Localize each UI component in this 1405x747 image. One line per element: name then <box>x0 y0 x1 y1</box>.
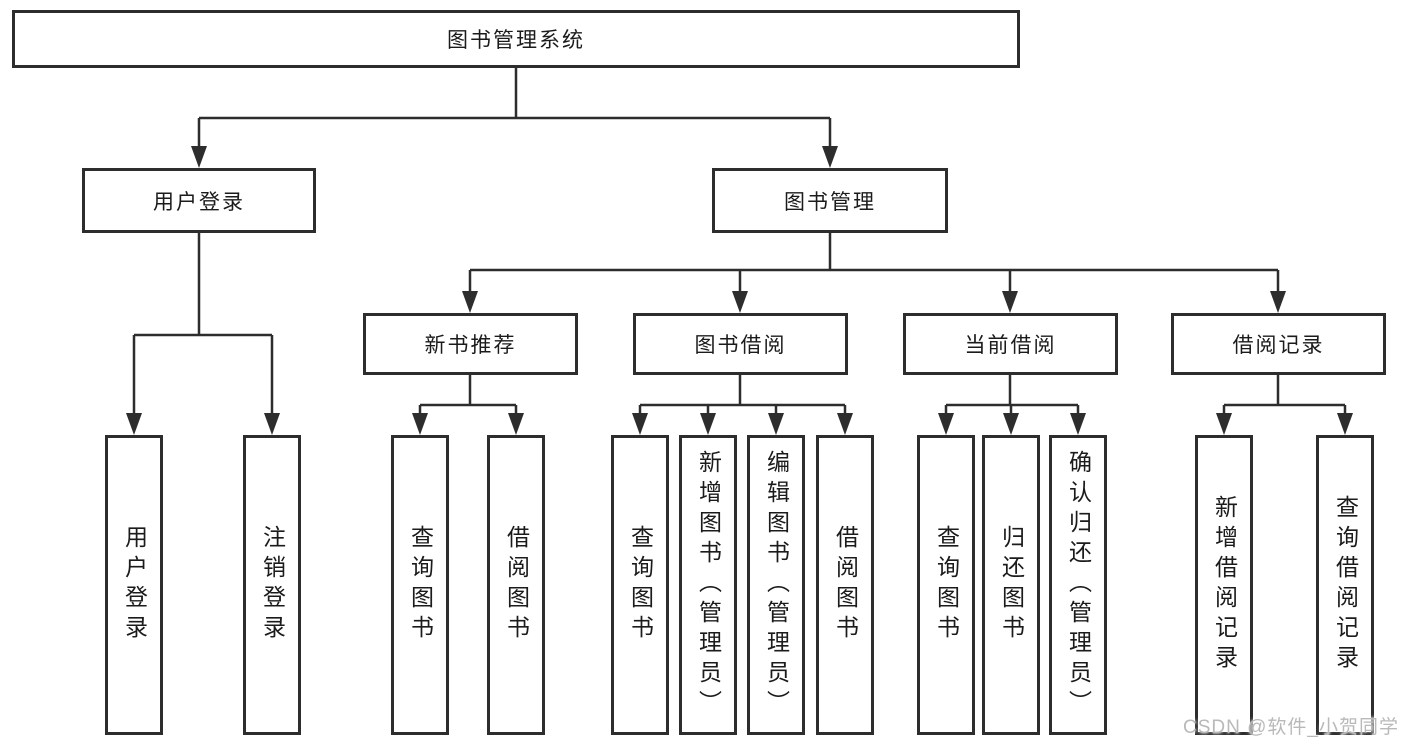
tree-edges <box>132 68 1347 414</box>
leaf-add-book-admin: 新增图书（管理员） <box>679 435 737 735</box>
arrow-down-icon <box>1003 413 1019 435</box>
leaf-recommend-query-books: 查询图书 <box>391 435 449 735</box>
node-book-borrow: 图书借阅 <box>633 313 848 375</box>
node-user-login: 用户登录 <box>82 168 316 233</box>
arrow-down-icon <box>632 413 648 435</box>
arrow-down-icon <box>508 413 524 435</box>
arrow-down-icon <box>462 291 478 313</box>
arrow-down-icon <box>1070 413 1086 435</box>
arrow-down-icon <box>837 413 853 435</box>
arrow-down-icons <box>126 146 1353 435</box>
node-book-management: 图书管理 <box>712 168 948 233</box>
node-current-borrow: 当前借阅 <box>903 313 1118 375</box>
arrow-down-icon <box>1216 413 1232 435</box>
arrow-down-icon <box>732 291 748 313</box>
arrow-down-icon <box>264 413 280 435</box>
arrow-down-icon <box>1337 413 1353 435</box>
leaf-edit-book-admin: 编辑图书（管理员） <box>747 435 805 735</box>
leaf-return-books: 归还图书 <box>982 435 1040 735</box>
leaf-query-borrow-record: 查询借阅记录 <box>1316 435 1374 735</box>
arrow-down-icon <box>126 413 142 435</box>
leaf-current-query-books: 查询图书 <box>917 435 975 735</box>
arrow-down-icon <box>1270 291 1286 313</box>
leaf-confirm-return-admin: 确认归还（管理员） <box>1049 435 1107 735</box>
leaf-add-borrow-record: 新增借阅记录 <box>1195 435 1253 735</box>
arrow-down-icon <box>822 146 838 168</box>
leaf-borrow-books: 借阅图书 <box>816 435 874 735</box>
node-new-book-recommend: 新书推荐 <box>363 313 578 375</box>
node-root: 图书管理系统 <box>12 10 1020 68</box>
arrow-down-icon <box>768 413 784 435</box>
watermark: CSDN @软件_小贺同学 <box>1183 717 1399 738</box>
leaf-user-login: 用户登录 <box>105 435 163 735</box>
node-borrow-records: 借阅记录 <box>1171 313 1386 375</box>
arrow-down-icon <box>191 146 207 168</box>
arrow-down-icon <box>938 413 954 435</box>
arrow-down-icon <box>1002 291 1018 313</box>
arrow-down-icon <box>700 413 716 435</box>
leaf-logout: 注销登录 <box>243 435 301 735</box>
leaf-recommend-borrow-books: 借阅图书 <box>487 435 545 735</box>
arrow-down-icon <box>412 413 428 435</box>
leaf-borrow-query-books: 查询图书 <box>611 435 669 735</box>
